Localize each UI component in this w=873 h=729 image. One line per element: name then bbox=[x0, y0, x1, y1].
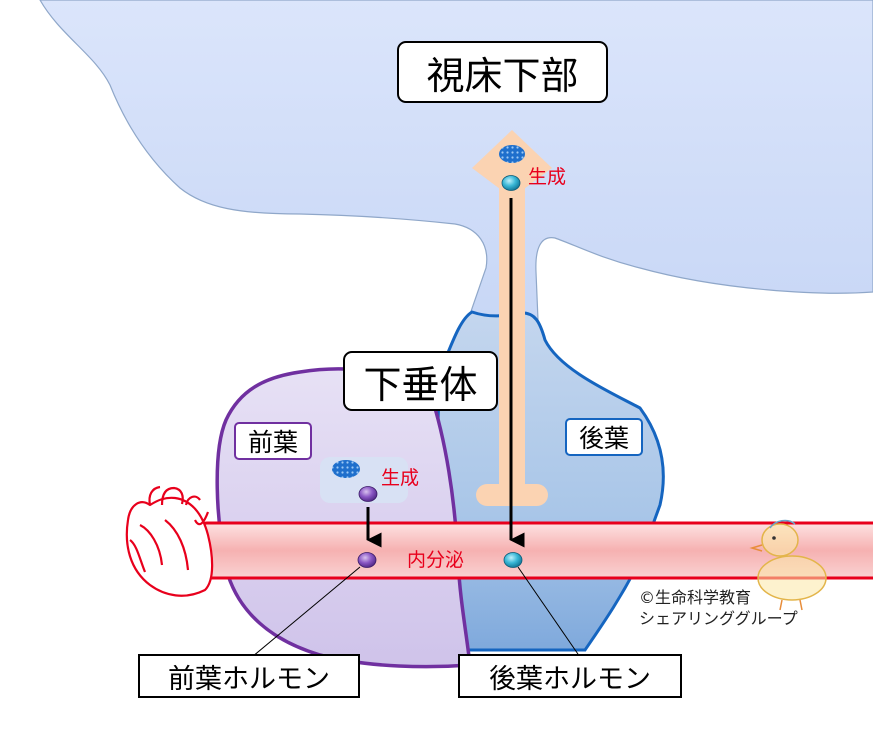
produce-label-anterior: 生成 bbox=[381, 467, 420, 489]
leader-anterior-hormone bbox=[251, 566, 361, 658]
anterior-lobe-label: 前葉 bbox=[234, 422, 312, 460]
credit-line-1: ©生命科学教育 bbox=[639, 588, 752, 607]
hypothalamus-label: 視床下部 bbox=[397, 41, 608, 103]
axon-soma bbox=[472, 130, 552, 198]
posterior-hormone-label: 後葉ホルモン bbox=[458, 654, 682, 698]
hormone-granule-icon bbox=[357, 552, 377, 568]
leader-posterior-hormone bbox=[517, 566, 581, 658]
hormone-granule-icon bbox=[501, 175, 521, 191]
credit-line-2: シェアリンググループ bbox=[639, 609, 798, 628]
posterior-lobe-label: 後葉 bbox=[565, 418, 643, 456]
anterior-lobe-shape bbox=[215, 367, 472, 669]
credit-text: ©生命科学教育 シェアリンググループ bbox=[639, 587, 798, 629]
ribosome-icon bbox=[499, 145, 525, 163]
heart-icon bbox=[125, 485, 214, 597]
pituitary-label: 下垂体 bbox=[343, 351, 498, 411]
anterior-hormone-label: 前葉ホルモン bbox=[138, 654, 360, 698]
produce-label-hypothalamus: 生成 bbox=[528, 166, 567, 188]
hormone-granule-icon bbox=[503, 552, 523, 568]
hormone-granule-icon bbox=[358, 486, 378, 502]
secretion-label: 内分泌 bbox=[407, 549, 465, 571]
ribosome-icon bbox=[332, 460, 360, 478]
hypothalamus-shape bbox=[39, 0, 873, 321]
chick-mascot-icon bbox=[749, 519, 827, 611]
